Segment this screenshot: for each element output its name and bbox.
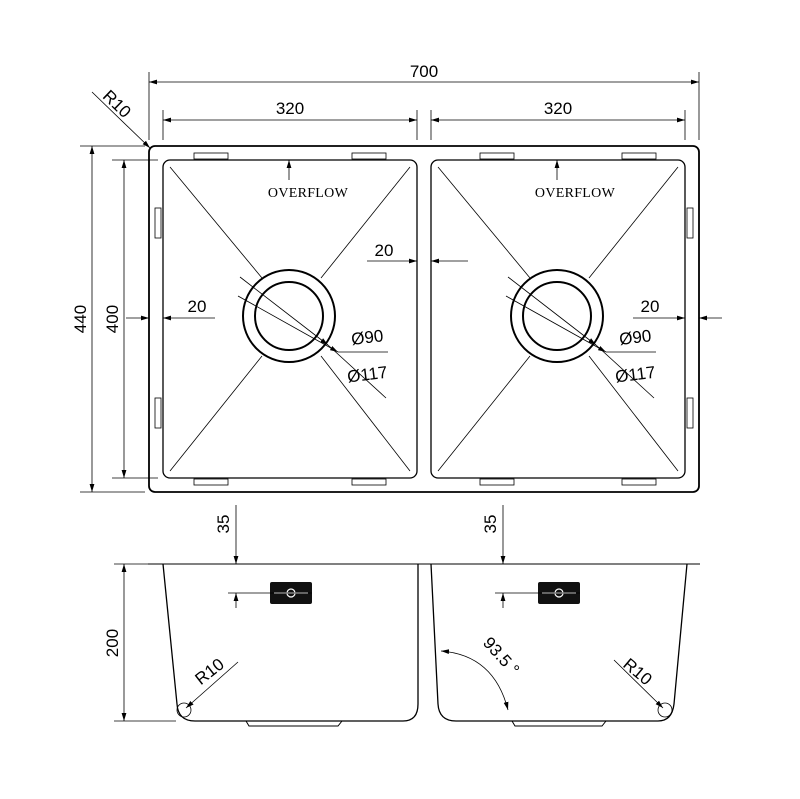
dim-35-right-label: 35 [481, 515, 500, 534]
dim-440-label: 440 [71, 305, 90, 333]
dim-r10-bottom-right-label: R10 [619, 654, 655, 689]
right-bowl-drain-stub [511, 720, 607, 727]
dim-bowl-depth [112, 159, 158, 479]
drain-inner-right-label: Ø90 [618, 326, 652, 349]
dim-overall-width [148, 72, 700, 140]
drain-inner-left-label: Ø90 [350, 326, 384, 349]
wall-angle-arc [440, 649, 509, 711]
dim-r10-bottom-left-label: R10 [191, 655, 227, 689]
right-drain [510, 269, 604, 363]
dim-20-right-label: 20 [641, 297, 660, 316]
dim-700-label: 700 [410, 62, 438, 81]
drain-leaders-left [237, 276, 388, 399]
top-view: OVERFLOW OVERFLOW 700 320 320 R10 [71, 62, 722, 493]
dim-320-right-label: 320 [544, 99, 572, 118]
left-drain [242, 269, 336, 363]
dim-20-left-label: 20 [188, 297, 207, 316]
dim-20-gap-label: 20 [375, 241, 394, 260]
dim-r10-bottom-right-leader [613, 659, 664, 709]
left-bowl-profile [162, 563, 419, 722]
dim-r10-top-label: R10 [99, 86, 135, 121]
drain-outer-left-label: Ø117 [346, 363, 388, 387]
outer-flange-outline [148, 145, 700, 493]
dim-r10-bottom-left-leader [185, 661, 239, 709]
dim-320-left-label: 320 [276, 99, 304, 118]
dim-overflow-offset-right [495, 505, 580, 608]
wall-angle-label: 93.5 ° [479, 633, 523, 679]
left-bowl-drain-stub [245, 720, 343, 727]
overflow-label-left: OVERFLOW [268, 186, 349, 201]
dim-bowl-width-left [162, 110, 418, 140]
dim-bowl-height [114, 563, 176, 722]
drain-outer-right-label: Ø117 [614, 363, 656, 387]
dim-35-left-label: 35 [214, 515, 233, 534]
right-bowl-slope-lines [437, 166, 679, 472]
overflow-label-right: OVERFLOW [535, 186, 616, 201]
mounting-clips [154, 152, 694, 486]
right-bowl-profile [430, 563, 688, 722]
bottom-radius-circle-left [176, 702, 192, 718]
dim-bowl-width-right [430, 110, 686, 140]
drain-leaders-right [505, 276, 656, 399]
side-view: 35 35 200 R10 R10 93.5 ° [103, 505, 700, 727]
dim-r10-top-leader [91, 91, 151, 149]
bottom-radius-circle-right [657, 702, 673, 718]
dim-overall-depth [80, 145, 145, 493]
left-bowl-slope-lines [169, 166, 411, 472]
dim-overflow-offset-left [228, 505, 312, 608]
dim-400-label: 400 [103, 305, 122, 333]
dim-200-label: 200 [103, 629, 122, 657]
